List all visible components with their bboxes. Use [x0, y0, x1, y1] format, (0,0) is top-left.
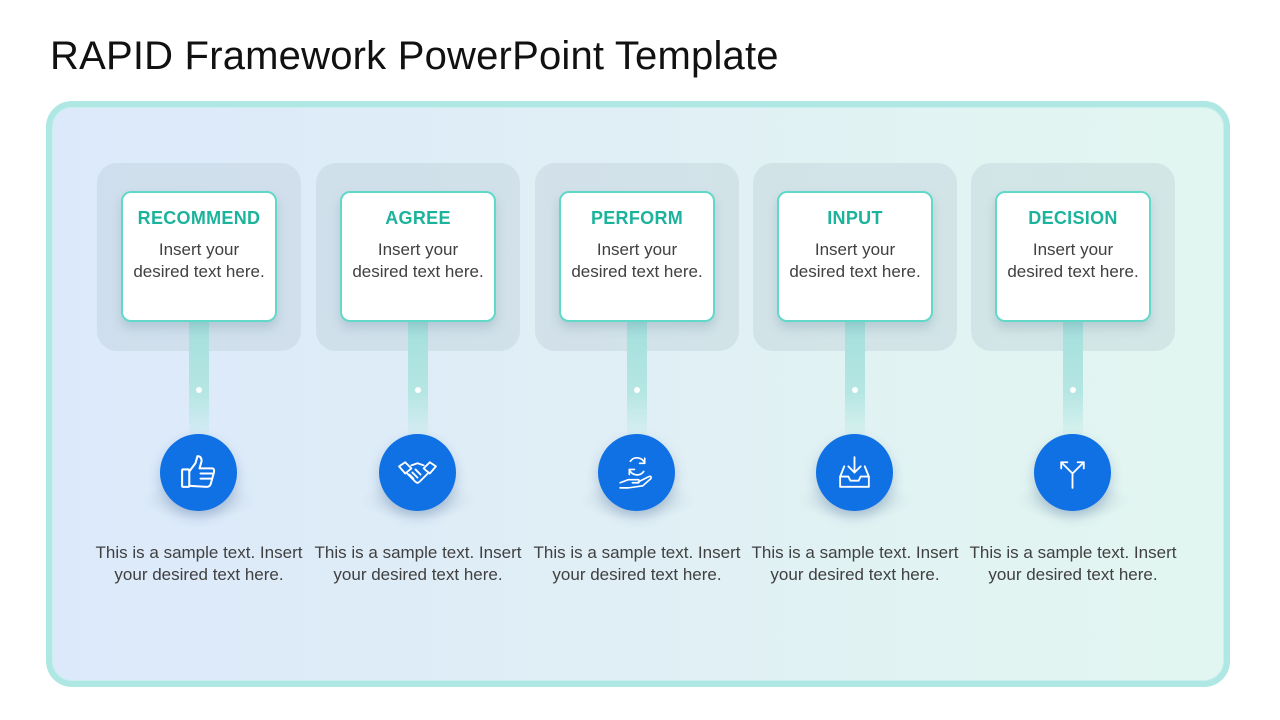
slide-title: RAPID Framework PowerPoint Template — [50, 34, 779, 78]
hand-cycle-icon — [619, 457, 652, 489]
icon-circle — [379, 434, 456, 511]
thumbs-up-icon — [181, 455, 216, 488]
step-card: DECISION Insert your desired text here. — [995, 191, 1151, 322]
step-card: AGREE Insert your desired text here. — [340, 191, 496, 322]
step-card-text: Insert your desired text here. — [1007, 240, 1139, 281]
split-arrow-icon — [1060, 461, 1085, 489]
connector-dot — [196, 387, 202, 393]
step-description: This is a sample text. Insert your desir… — [314, 543, 522, 584]
step-recommend: RECOMMEND Insert your desired text here.… — [96, 0, 302, 720]
step-card-text: Insert your desired text here. — [571, 240, 703, 281]
step-label: PERFORM — [590, 208, 684, 228]
icon-circle — [816, 434, 893, 511]
connector-dot — [1070, 387, 1076, 393]
connector-stem — [845, 320, 865, 440]
step-label: INPUT — [827, 208, 883, 228]
connector-stem — [1063, 320, 1083, 440]
connector-dot — [634, 387, 640, 393]
icon-circle — [598, 434, 675, 511]
step-card-text: Insert your desired text here. — [352, 240, 484, 281]
step-card: PERFORM Insert your desired text here. — [559, 191, 715, 322]
handshake-icon — [398, 461, 437, 484]
step-label: DECISION — [1028, 208, 1118, 228]
step-card-text: Insert your desired text here. — [133, 240, 265, 281]
step-decision: DECISION Insert your desired text here. … — [970, 0, 1176, 720]
connector-dot — [415, 387, 421, 393]
icon-circle — [160, 434, 237, 511]
step-description: This is a sample text. Insert your desir… — [95, 543, 303, 584]
connector-stem — [408, 320, 428, 440]
step-card: INPUT Insert your desired text here. — [777, 191, 933, 322]
step-card-text: Insert your desired text here. — [789, 240, 921, 281]
connector-stem — [627, 320, 647, 440]
step-input: INPUT Insert your desired text here. Thi… — [752, 0, 958, 720]
connector-dot — [852, 387, 858, 393]
step-label: AGREE — [385, 208, 451, 228]
step-description: This is a sample text. Insert your desir… — [533, 543, 741, 584]
inbox-download-icon — [839, 456, 870, 488]
step-label: RECOMMEND — [137, 208, 261, 228]
icon-circle — [1034, 434, 1111, 511]
step-card: RECOMMEND Insert your desired text here. — [121, 191, 277, 322]
connector-stem — [189, 320, 209, 440]
step-description: This is a sample text. Insert your desir… — [969, 543, 1177, 584]
step-agree: AGREE Insert your desired text here. Thi… — [315, 0, 521, 720]
step-description: This is a sample text. Insert your desir… — [751, 543, 959, 584]
step-perform: PERFORM Insert your desired text here. T… — [534, 0, 740, 720]
